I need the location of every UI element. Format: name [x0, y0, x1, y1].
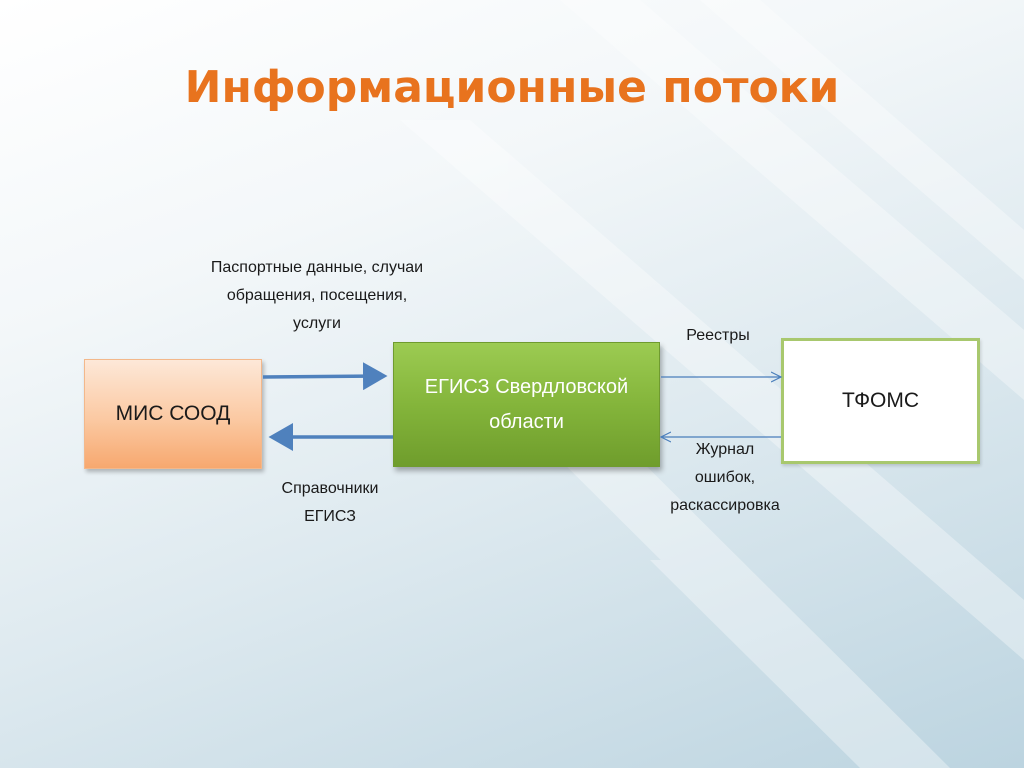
node-mis-sood-label: МИС СООД — [115, 402, 231, 425]
node-tfoms-label: ТФОМС — [841, 389, 920, 412]
flow-label-passport-data: Паспортные данные, случаи обращения, пос… — [210, 259, 424, 332]
node-egisz-label: ЕГИСЗ Свердловской области — [424, 375, 629, 433]
node-mis-sood: МИС СООД — [84, 359, 262, 469]
flow-label-error-journal: Журнал ошибок, раскассировка — [670, 441, 780, 514]
node-tfoms: ТФОМС — [781, 338, 980, 464]
flow-label-registries: Реестры — [686, 327, 750, 344]
node-egisz: ЕГИСЗ Свердловской области — [393, 342, 660, 467]
flow-label-reference-books: Справочники ЕГИСЗ — [281, 480, 379, 525]
arrow-mis-to-egisz — [262, 362, 388, 391]
slide-title: Информационные потоки — [184, 62, 840, 113]
